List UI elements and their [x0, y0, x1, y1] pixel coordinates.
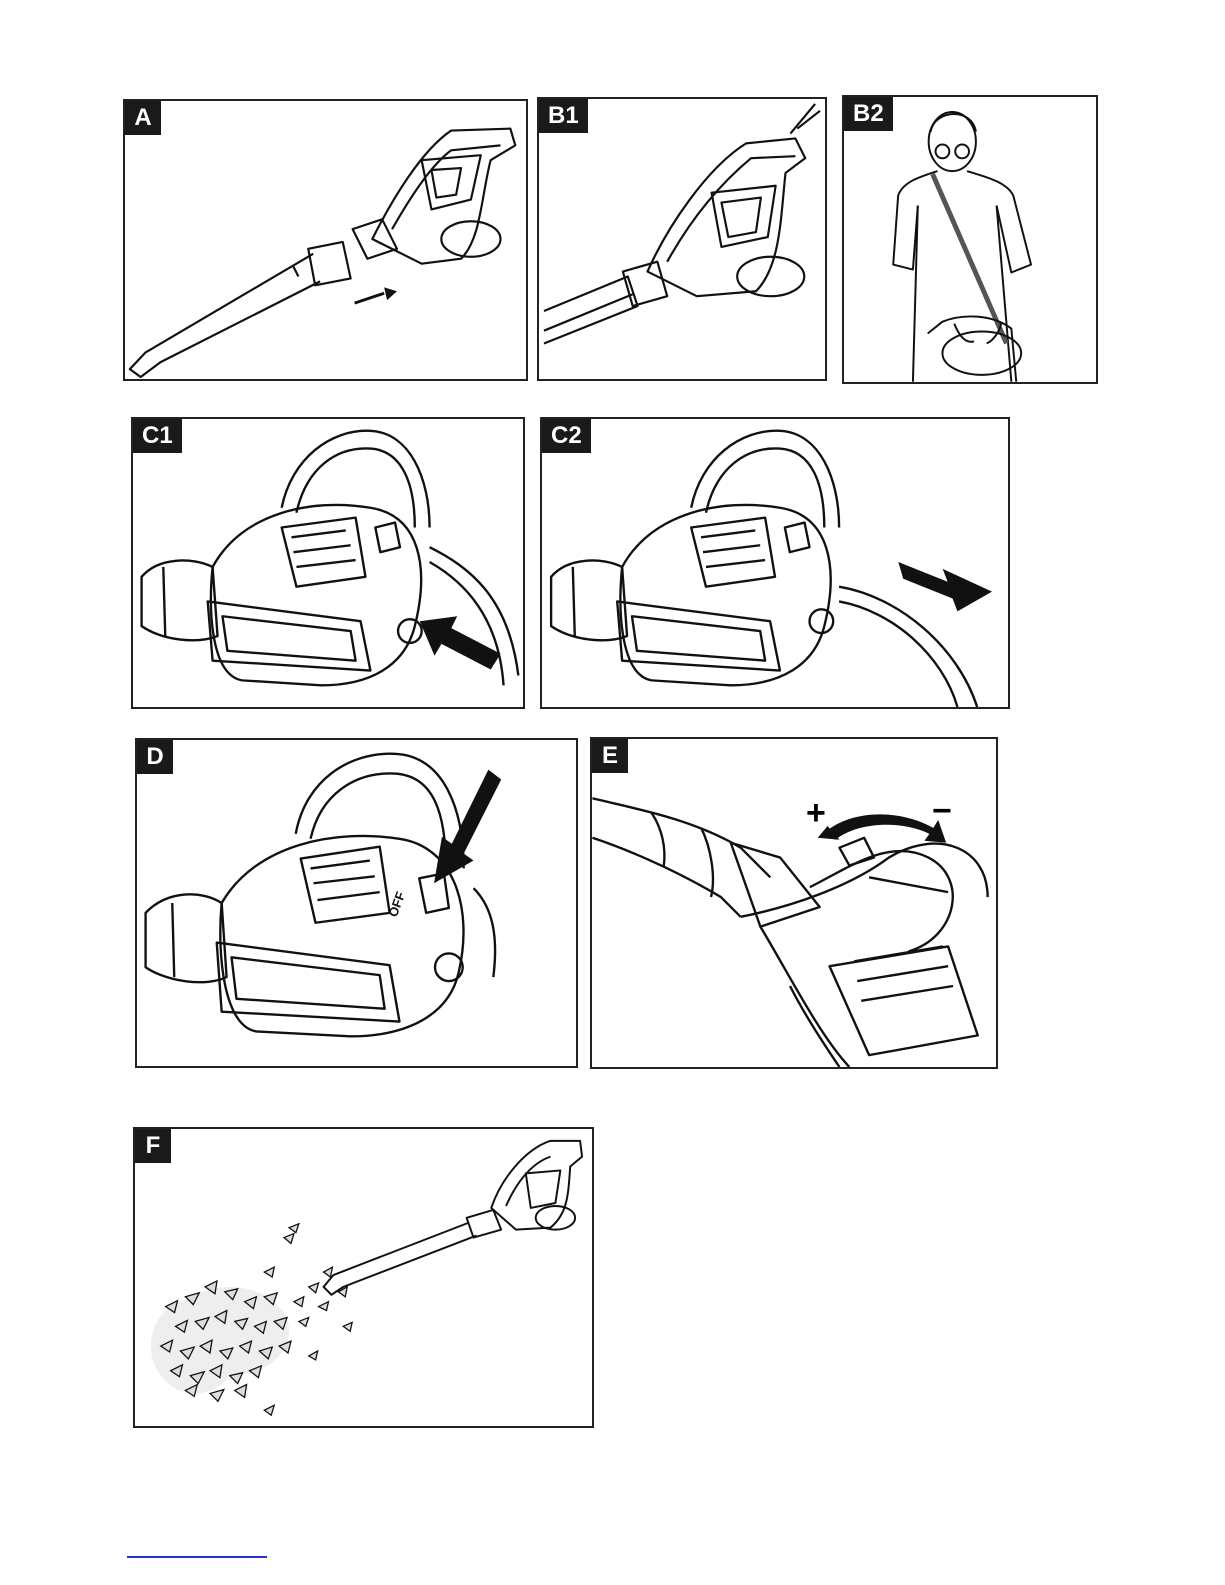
panel-label: B2 [844, 97, 893, 131]
figure-panel-d: D OFF [135, 738, 578, 1068]
figure-panel-c1: C1 [131, 417, 525, 709]
speed-plus-sign: + [806, 794, 826, 833]
panel-label: C2 [542, 419, 591, 453]
arrow-icon [825, 814, 947, 842]
panel-label: A [125, 101, 161, 135]
figure-panel-b1: B1 [537, 97, 827, 381]
blower-illustration [542, 419, 1008, 707]
figure-panel-e: E + − [590, 737, 998, 1069]
blower-illustration [592, 739, 996, 1067]
blower-illustration: OFF [137, 740, 576, 1066]
panel-label: B1 [539, 99, 588, 133]
arrow-icon [384, 287, 397, 300]
footer-divider [127, 1556, 267, 1558]
figure-panel-b2: B2 [842, 95, 1098, 384]
panel-label: D [137, 740, 173, 774]
speed-minus-sign: − [932, 792, 952, 831]
arrow-icon [898, 562, 992, 611]
panel-label: F [135, 1129, 171, 1163]
panel-label: E [592, 739, 628, 773]
arrow-icon [434, 770, 501, 884]
figure-panel-a: A [123, 99, 528, 381]
figure-panel-f: F [133, 1127, 594, 1428]
person-illustration [844, 97, 1096, 382]
blower-illustration [539, 99, 825, 379]
blower-illustration [135, 1129, 592, 1426]
switch-off-label: OFF [385, 889, 408, 918]
blower-illustration [133, 419, 523, 707]
figure-panel-c2: C2 [540, 417, 1010, 709]
leaves-illustration [151, 1224, 352, 1415]
blower-illustration [125, 101, 526, 379]
panel-label: C1 [133, 419, 182, 453]
